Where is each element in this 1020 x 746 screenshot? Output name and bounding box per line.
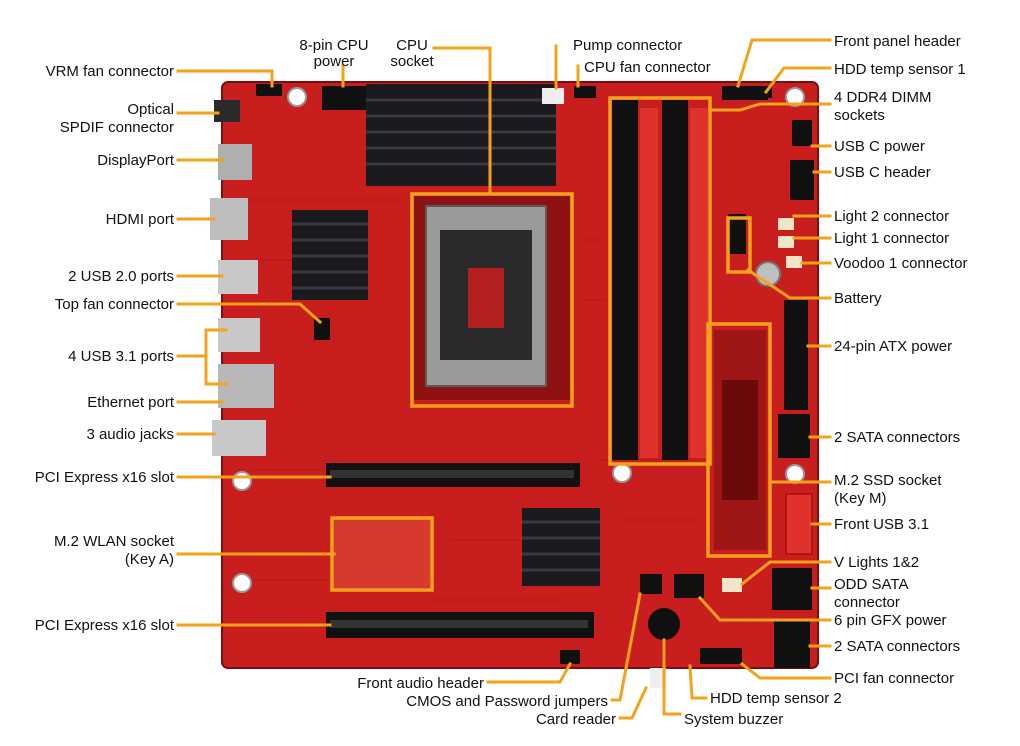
leader-usb31-bracket: [176, 328, 228, 386]
label-card-reader: Card reader: [536, 711, 616, 728]
leader-battery: [745, 267, 832, 300]
label-hdmi: HDMI port: [106, 211, 175, 228]
leader-buzzer: [662, 638, 682, 716]
front-usb31-header: [785, 493, 813, 555]
label-buzzer: System buzzer: [684, 711, 783, 728]
label-wlan-2: (Key A): [125, 551, 174, 568]
leader-front-panel: [736, 38, 832, 88]
cpu-socket-highlight: [410, 192, 574, 408]
label-optical-2: SPDIF connector: [60, 119, 174, 136]
label-odd-sata-2: connector: [834, 594, 900, 611]
label-cpu-socket-2: socket: [390, 53, 434, 70]
label-hdd-temp2: HDD temp sensor 2: [710, 690, 842, 707]
leader-gfx: [697, 595, 832, 622]
odd-sata-block: [772, 568, 812, 610]
label-front-panel: Front panel header: [834, 33, 961, 50]
sata-top-block: [778, 414, 810, 458]
label-displayport: DisplayPort: [97, 152, 175, 169]
leader-vrm-fan: [176, 69, 274, 88]
rear-io: [210, 100, 274, 456]
sata-bottom-block: [774, 620, 810, 668]
label-cpu-power-1: 8-pin CPU: [299, 37, 368, 54]
label-usb20: 2 USB 2.0 ports: [68, 268, 174, 285]
label-m2-ssd-2: (Key M): [834, 490, 887, 507]
buzzer: [648, 608, 680, 640]
label-ddr4-1: 4 DDR4 DIMM: [834, 89, 932, 106]
m2-ssd-area: [714, 330, 766, 550]
label-audio: 3 audio jacks: [86, 426, 174, 443]
label-ddr4-2: sockets: [834, 107, 885, 124]
label-cpu-socket-1: CPU: [396, 37, 428, 54]
pcie-slot-bottom: [326, 612, 594, 638]
leader-pci-fan: [739, 661, 832, 680]
wlan-socket-area: [334, 518, 430, 588]
label-usbc-power: USB C power: [834, 138, 925, 155]
pcie-slot-top: [326, 463, 580, 487]
label-usbc-header: USB C header: [834, 164, 931, 181]
labels: 8-pin CPU power CPU socket Pump connecto…: [35, 33, 968, 728]
label-top-fan: Top fan connector: [55, 296, 174, 313]
label-front-usb: Front USB 3.1: [834, 516, 929, 533]
label-sata-bottom: 2 SATA connectors: [834, 638, 960, 655]
mounting-holes: [232, 87, 805, 593]
label-sata-top: 2 SATA connectors: [834, 429, 960, 446]
label-light2: Light 2 connector: [834, 208, 949, 225]
dimm-slots: [612, 100, 708, 460]
label-usb31: 4 USB 3.1 ports: [68, 348, 174, 365]
label-vlights: V Lights 1&2: [834, 554, 919, 571]
atx-power-connector: [784, 300, 808, 410]
label-pcie-bottom: PCI Express x16 slot: [35, 617, 175, 634]
label-hdd-temp1: HDD temp sensor 1: [834, 61, 966, 78]
label-m2-ssd-1: M.2 SSD socket: [834, 472, 942, 489]
leader-cpu-socket: [432, 46, 492, 196]
leader-cmos: [610, 592, 642, 702]
v-lights-connector: [722, 578, 742, 592]
label-odd-sata-1: ODD SATA: [834, 576, 908, 593]
leader-hdd-temp2: [688, 664, 708, 700]
label-pci-fan: PCI fan connector: [834, 670, 954, 687]
label-light1: Light 1 connector: [834, 230, 949, 247]
label-voodoo: Voodoo 1 connector: [834, 255, 967, 272]
small-headers: [256, 84, 814, 688]
label-atx: 24-pin ATX power: [834, 338, 952, 355]
label-pcie-top: PCI Express x16 slot: [35, 469, 175, 486]
m2-ssd-highlight: [706, 322, 772, 558]
label-optical-1: Optical: [127, 101, 174, 118]
dimm-highlight: [608, 96, 712, 466]
motherboard: [210, 81, 819, 688]
label-ethernet: Ethernet port: [87, 394, 175, 411]
label-front-audio: Front audio header: [357, 675, 484, 692]
label-cpu-power-2: power: [314, 53, 355, 70]
label-wlan-1: M.2 WLAN socket: [54, 533, 175, 550]
label-gfx: 6 pin GFX power: [834, 612, 947, 629]
label-cpu-fan: CPU fan connector: [584, 59, 711, 76]
leader-top-fan: [176, 302, 323, 325]
label-battery: Battery: [834, 290, 882, 307]
label-pump: Pump connector: [573, 37, 682, 54]
leader-vlights: [739, 560, 832, 587]
battery-highlight: [726, 216, 752, 274]
light-connectors: [778, 218, 802, 268]
leader-lines: [176, 38, 832, 720]
leader-front-audio: [486, 661, 573, 684]
chipset-heatsink: [522, 508, 600, 586]
vrm-heatsink-top: [366, 84, 556, 186]
label-vrm-fan: VRM fan connector: [46, 63, 174, 80]
leader-hdd-temp1: [763, 66, 832, 95]
cpu-socket: [414, 196, 570, 400]
label-cmos: CMOS and Password jumpers: [406, 693, 608, 710]
leader-ddr4: [708, 102, 832, 112]
vrm-heatsink-left: [292, 210, 368, 300]
leader-card-reader: [618, 686, 648, 720]
